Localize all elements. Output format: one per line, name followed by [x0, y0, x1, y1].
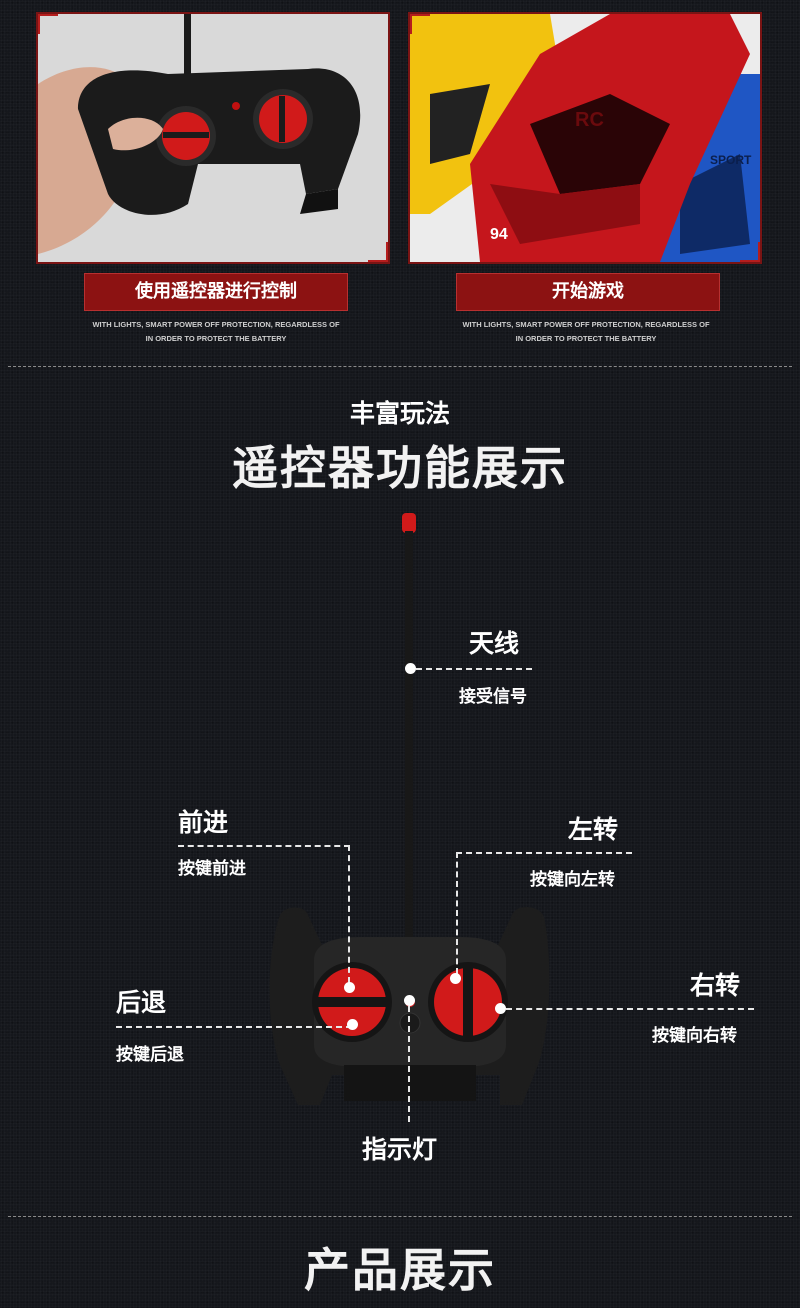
corner-accent — [740, 242, 760, 262]
caption-right-line1: WITH LIGHTS, SMART POWER OFF PROTECTION,… — [462, 320, 710, 329]
indicator-leader-line — [408, 1006, 410, 1122]
start-game-label: 开始游戏 — [456, 273, 720, 311]
feature-title: 遥控器功能展示 — [232, 441, 568, 495]
section-divider — [8, 366, 792, 367]
right-turn-title: 右转 — [690, 971, 741, 1000]
antenna-title: 天线 — [469, 629, 520, 658]
forward-leader-line-v — [348, 845, 350, 983]
feature-subtitle: 丰富玩法 — [349, 399, 450, 428]
forward-leader-line — [178, 845, 350, 847]
corner-accent — [410, 14, 430, 34]
right-turn-marker — [495, 1003, 506, 1014]
antenna-marker — [405, 663, 416, 674]
backward-marker — [347, 1019, 358, 1030]
left-turn-desc: 按键向左转 — [530, 870, 615, 890]
left-turn-title: 左转 — [568, 815, 619, 844]
antenna-rod — [405, 531, 413, 951]
remote-in-hand-photo — [36, 12, 390, 264]
forward-title: 前进 — [178, 808, 229, 837]
right-turn-leader-line — [506, 1008, 754, 1010]
car-number-text: 94 — [490, 226, 508, 243]
backward-desc: 按键后退 — [116, 1045, 184, 1065]
antenna-tip — [402, 513, 416, 533]
remote-controller-illustration — [269, 513, 550, 1105]
forward-marker — [344, 982, 355, 993]
caption-left-line1: WITH LIGHTS, SMART POWER OFF PROTECTION,… — [92, 320, 340, 329]
rc-cars-illustration: 94 RC SPORT — [410, 14, 760, 262]
product-title: 产品展示 — [304, 1243, 496, 1297]
indicator-marker — [404, 995, 415, 1006]
antenna-leader-line — [416, 668, 532, 670]
left-turn-marker — [450, 973, 461, 984]
left-turn-leader-line-v — [456, 852, 458, 974]
remote-control-label: 使用遥控器进行控制 — [84, 273, 348, 311]
indicator-title: 指示灯 — [362, 1135, 438, 1164]
backward-title: 后退 — [116, 988, 167, 1017]
car-brand-text: RC — [575, 109, 604, 131]
backward-leader-line — [116, 1026, 352, 1028]
corner-accent — [368, 242, 388, 262]
caption-right-line2: IN ORDER TO PROTECT THE BATTERY — [515, 334, 657, 343]
car-sport-text: SPORT — [710, 153, 752, 167]
remote-in-hand-illustration — [38, 14, 388, 262]
section-divider — [8, 1216, 792, 1217]
corner-accent — [38, 14, 58, 34]
forward-desc: 按键前进 — [178, 859, 246, 879]
antenna-desc: 接受信号 — [459, 687, 527, 707]
left-turn-leader-line — [456, 852, 632, 854]
right-turn-desc: 按键向右转 — [652, 1026, 737, 1046]
cars-photo: 94 RC SPORT — [408, 12, 762, 264]
caption-left-line2: IN ORDER TO PROTECT THE BATTERY — [145, 334, 287, 343]
